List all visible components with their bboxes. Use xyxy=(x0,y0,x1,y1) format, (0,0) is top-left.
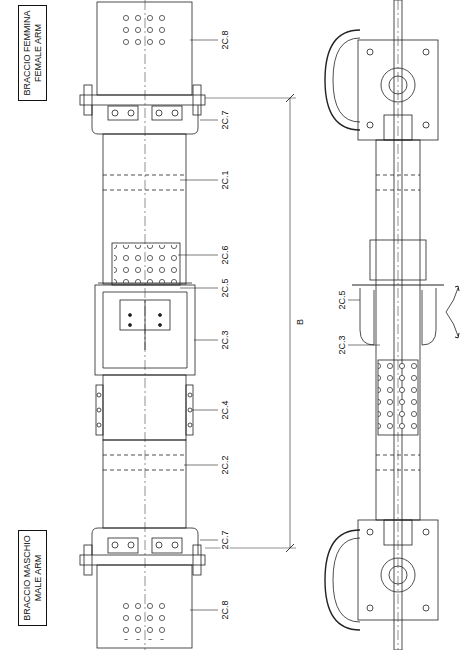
arm-title-box: BRACCIO MASCHIOMALE ARM xyxy=(18,530,47,626)
callout-number: 2C.8 xyxy=(221,29,230,50)
arm-title: BRACCIO FEMMINA xyxy=(21,10,32,95)
callout-number: 2C.5 xyxy=(221,277,230,298)
callout-number: 2C.7 xyxy=(221,529,230,550)
callout-number: 2C.5 xyxy=(338,289,347,310)
callout-number: 2C.7 xyxy=(221,109,230,130)
arm-title: FEMALE ARM xyxy=(33,10,44,95)
arm-title: BRACCIO MASCHIO xyxy=(21,535,32,621)
callout-number: 2C.3 xyxy=(221,329,230,350)
callout-number: 2C.4 xyxy=(221,399,230,420)
callout-number: 2C.2 xyxy=(221,454,230,475)
arm-title: MALE ARM xyxy=(33,535,44,621)
callout-number: 2C.1 xyxy=(221,169,230,190)
arm-title-box: BRACCIO FEMMINAFEMALE ARM xyxy=(18,5,47,101)
callout-number: 2C.8 xyxy=(221,599,230,620)
callout-number: 2C.3 xyxy=(338,334,347,355)
dimension-label: B xyxy=(296,318,305,326)
callout-number: 2C.6 xyxy=(221,244,230,265)
